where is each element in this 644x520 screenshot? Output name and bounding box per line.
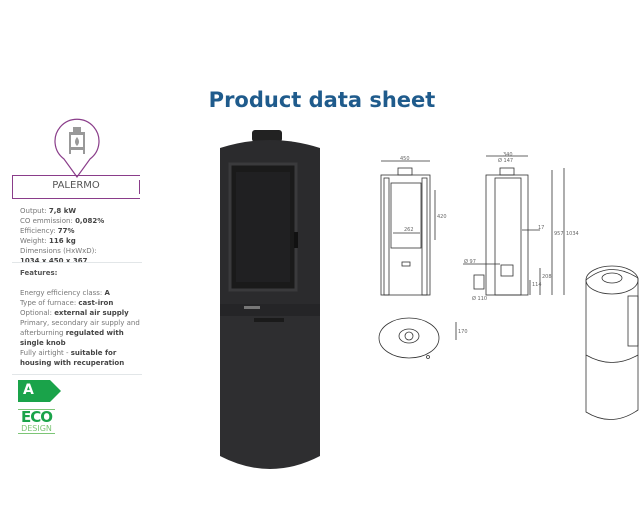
page-title: Product data sheet: [208, 88, 436, 112]
item-label: Primary, secondary air supply and afterb…: [20, 319, 140, 337]
item-value: A: [104, 289, 110, 297]
features-item: Fully airtight - suitable for housing wi…: [20, 348, 142, 368]
perspective-drawing: [585, 265, 639, 420]
dim-inlet-h1: 114: [532, 282, 542, 288]
item-value: 7,8 kW: [48, 207, 77, 215]
item-label: Dimensions (HxWxD):: [20, 247, 97, 255]
dim-side-depth: 340: [503, 152, 513, 158]
divider: [12, 262, 142, 263]
top-view-drawing: [378, 317, 457, 359]
dim-height1: 957: [554, 231, 564, 237]
eco-design-logo: ECO DESIGN: [18, 409, 55, 434]
item-value: 0,082%: [75, 217, 105, 225]
dim-glass-width: 262: [404, 227, 414, 233]
features-item: Primary, secondary air supply and afterb…: [20, 318, 142, 348]
dim-glass-height: 420: [437, 214, 447, 220]
item-label: Optional:: [20, 309, 55, 317]
specs-item: CO emmission: 0,082%: [20, 216, 104, 226]
design-text: DESIGN: [21, 424, 52, 433]
dim-air-inlet: Ø 97: [464, 258, 476, 265]
dim-offset: 17: [538, 225, 544, 231]
energy-class-badge: [18, 380, 61, 402]
divider: [12, 374, 142, 375]
item-label: Type of furnace:: [20, 299, 79, 307]
specs-item: Efficiency: 77%: [20, 226, 104, 236]
specs-item: Weight: 116 kg: [20, 236, 104, 246]
front-view-drawing: [380, 160, 436, 296]
dim-height2: 1034: [566, 231, 579, 237]
item-label: Weight:: [20, 237, 49, 245]
item-value: external air supply: [54, 309, 129, 317]
item-label: Efficiency:: [20, 227, 58, 235]
item-value: 116 kg: [48, 237, 76, 245]
product-name-box: [12, 175, 140, 199]
features-heading: Features:: [20, 269, 58, 277]
item-label: Energy efficiency class:: [20, 289, 105, 297]
dim-front-width: 450: [400, 156, 410, 162]
item-value: suitable for housing with recuperation: [20, 349, 125, 367]
stove-photo: [220, 130, 320, 469]
specs-item: 1034 x 450 x 367: [20, 256, 104, 266]
item-value: 77%: [57, 227, 75, 235]
item-label: Fully airtight -: [20, 349, 71, 357]
features-item: Energy efficiency class: A: [20, 288, 142, 298]
dim-flue: Ø 147: [498, 157, 513, 164]
specs-item: Dimensions (HxWxD):: [20, 246, 104, 256]
eco-text: ECO: [20, 408, 53, 426]
stove-pin-icon: [54, 118, 100, 179]
dim-inlet-dia: Ø 110: [472, 295, 487, 302]
technical-drawings: 450 262 420 340 Ø 147 957 1034 17 Ø 97 Ø…: [378, 152, 639, 420]
dim-inlet-h2: 208: [542, 274, 552, 280]
item-label: CO emmission:: [20, 217, 76, 225]
specs-item: Output: 7,8 kW: [20, 206, 104, 216]
side-view-drawing: [463, 155, 565, 296]
features-item: Type of furnace: cast-iron: [20, 298, 142, 308]
product-name: PALERMO: [52, 180, 100, 191]
dim-top: 170: [458, 329, 468, 335]
item-label: Output:: [20, 207, 49, 215]
item-value: 1034 x 450 x 367: [20, 257, 88, 265]
energy-class: A: [23, 382, 34, 398]
item-value: cast-iron: [78, 299, 114, 307]
features-item: Optional: external air supply: [20, 308, 142, 318]
item-value: regulated with single knob: [20, 329, 124, 347]
